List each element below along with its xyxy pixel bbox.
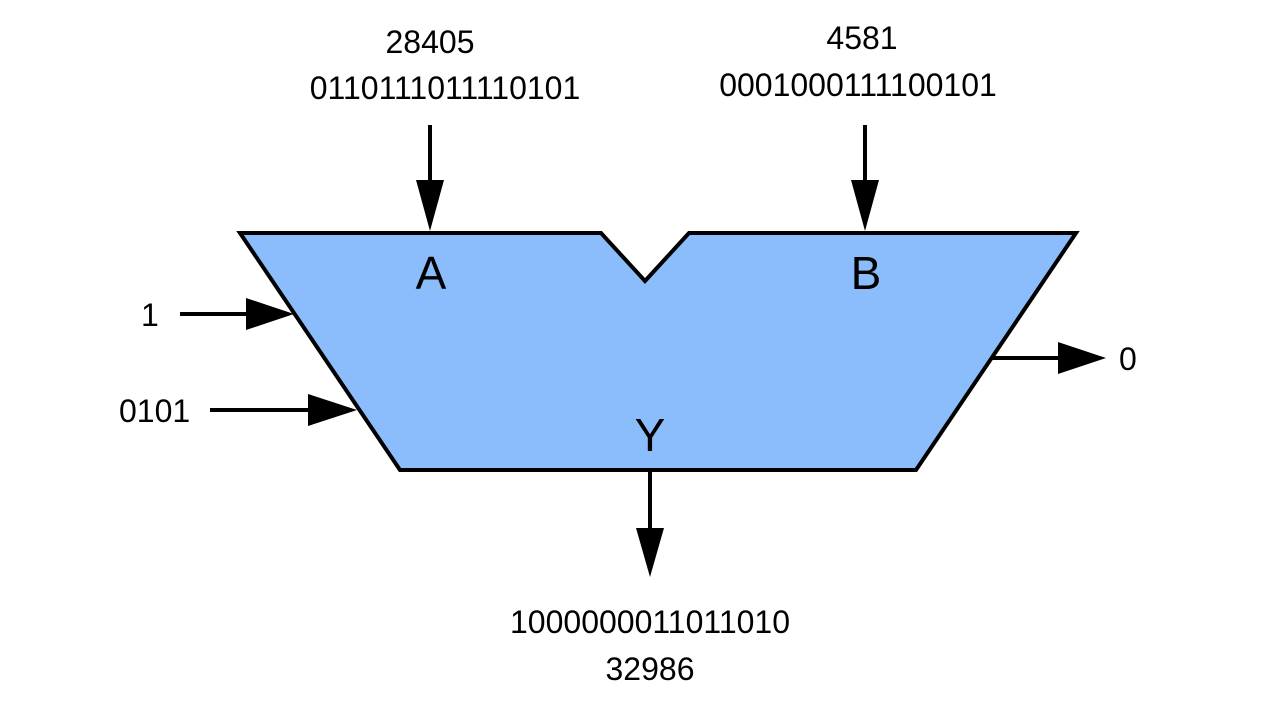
output-y-decimal: 32986 bbox=[605, 651, 695, 687]
carry-in-arrow bbox=[180, 298, 294, 330]
port-b-label: B bbox=[850, 247, 882, 299]
output-y-binary: 1000000011011010 bbox=[510, 604, 790, 640]
port-a-label: A bbox=[415, 247, 447, 299]
input-a-binary: 0110111011110101 bbox=[309, 70, 581, 106]
input-b-arrow bbox=[851, 125, 879, 231]
input-a-decimal: 28405 bbox=[385, 24, 475, 60]
opcode-value: 0101 bbox=[119, 393, 191, 429]
opcode-arrow bbox=[210, 394, 357, 426]
output-y-arrow bbox=[636, 472, 664, 577]
carry-in-value: 1 bbox=[141, 297, 159, 333]
input-a-arrow bbox=[416, 125, 444, 231]
alu-body bbox=[236, 231, 1080, 472]
input-b-decimal: 4581 bbox=[826, 20, 898, 56]
input-b-binary: 0001000111100101 bbox=[719, 67, 997, 103]
flag-out-arrow bbox=[992, 342, 1106, 374]
output-y-label: Y bbox=[634, 409, 666, 461]
flag-out-value: 0 bbox=[1119, 341, 1137, 377]
